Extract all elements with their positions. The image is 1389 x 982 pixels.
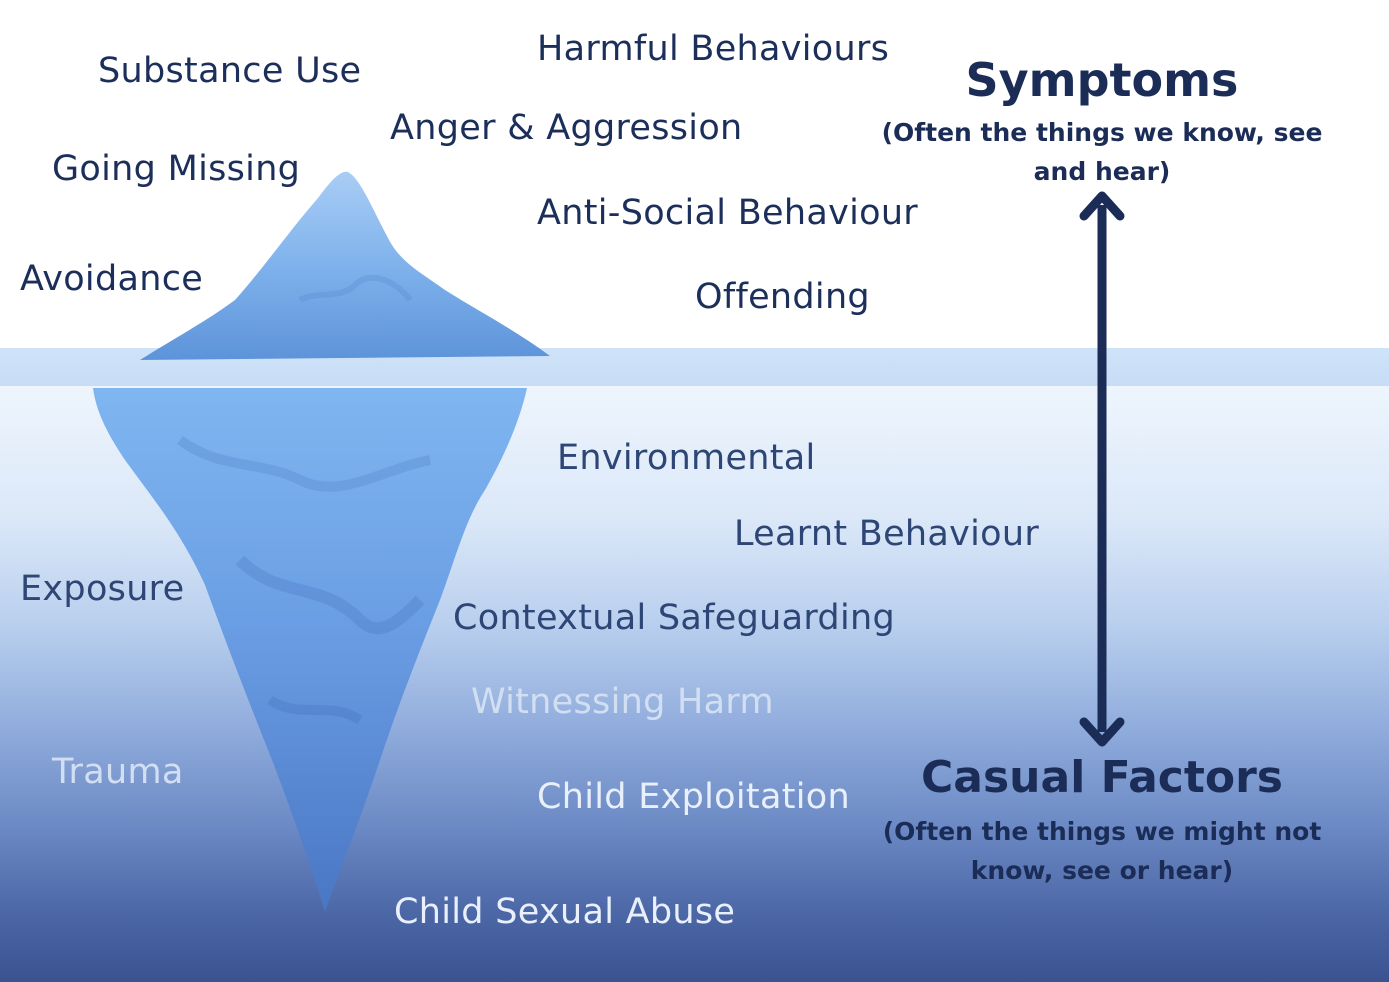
label-child-sexual-abuse: Child Sexual Abuse bbox=[394, 892, 736, 932]
label-contextual-safeguarding: Contextual Safeguarding bbox=[453, 598, 895, 638]
label-child-exploitation: Child Exploitation bbox=[537, 777, 850, 817]
sky-background bbox=[0, 0, 1389, 348]
label-avoidance: Avoidance bbox=[20, 259, 204, 299]
label-anti-social-behaviour: Anti-Social Behaviour bbox=[537, 193, 918, 233]
label-trauma: Trauma bbox=[52, 752, 184, 792]
iceberg-tip bbox=[140, 171, 550, 360]
label-harmful-behaviours: Harmful Behaviours bbox=[537, 29, 890, 69]
symptoms-heading: Symptoms bbox=[965, 53, 1239, 107]
causal-factors-subtitle: (Often the things we might not know, see… bbox=[882, 817, 1322, 885]
label-learnt-behaviour: Learnt Behaviour bbox=[734, 514, 1040, 554]
symptoms-subtitle: (Often the things we know, see and hear) bbox=[881, 118, 1323, 186]
iceberg-underwater bbox=[93, 388, 527, 912]
label-substance-use: Substance Use bbox=[98, 51, 362, 91]
label-going-missing: Going Missing bbox=[52, 149, 301, 189]
causal-factors-heading: Casual Factors bbox=[921, 752, 1283, 803]
label-offending: Offending bbox=[695, 277, 870, 317]
label-anger-aggression: Anger & Aggression bbox=[390, 108, 743, 148]
label-environmental: Environmental bbox=[557, 438, 816, 478]
label-witnessing-harm: Witnessing Harm bbox=[471, 682, 774, 722]
label-exposure: Exposure bbox=[20, 569, 185, 609]
